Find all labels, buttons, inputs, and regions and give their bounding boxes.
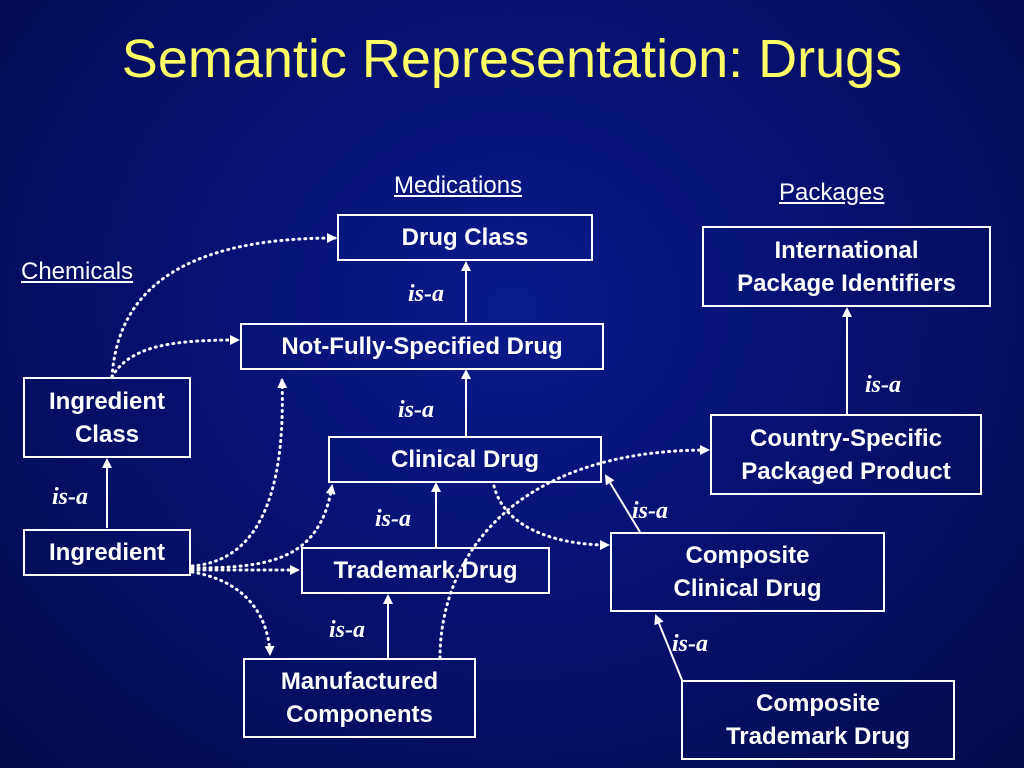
group-label-chemicals: Chemicals bbox=[21, 258, 134, 285]
slide-title: Semantic Representation: Drugs bbox=[121, 29, 903, 89]
drug-class-label: Drug Class bbox=[401, 224, 529, 251]
ingredient-label: Ingredient bbox=[48, 539, 165, 566]
edge-ingredient-to-manufactured bbox=[190, 570, 275, 656]
isa-label-country-international: is-a bbox=[865, 372, 901, 398]
group-label-packages: Packages bbox=[779, 179, 885, 206]
ingredient-node: Ingredient bbox=[23, 529, 191, 576]
composite-trademark-drug-label-line2: Trademark Drug bbox=[725, 723, 911, 750]
not-fully-specified-drug-label: Not-Fully-Specified Drug bbox=[281, 333, 563, 360]
composite-trademark-drug-label-line1: Composite bbox=[755, 690, 880, 717]
edge-ingredient-to-clinical bbox=[190, 484, 336, 570]
isa-label-manufactured-trademark: is-a bbox=[329, 617, 365, 643]
ingredient-class-label-line2: Class bbox=[74, 420, 140, 448]
clinical-drug-label: Clinical Drug bbox=[390, 446, 540, 473]
composite-clinical-drug-label-line1: Composite bbox=[685, 542, 810, 569]
edge-composite-trademark-to-composite-clinical bbox=[654, 614, 683, 681]
ingredient-class-node: Ingredient Class bbox=[23, 377, 191, 458]
edge-manufactured-to-country bbox=[438, 445, 710, 660]
clinical-drug-node: Clinical Drug bbox=[328, 436, 602, 483]
isa-label-clinical-ncd: is-a bbox=[398, 397, 434, 423]
international-package-identifiers-label-line1: International bbox=[774, 236, 919, 264]
composite-trademark-drug-node: Composite Trademark Drug bbox=[681, 680, 955, 760]
international-package-identifiers-label-line2: Package Identifiers bbox=[737, 269, 956, 297]
manufactured-components-label-line1: Manufactured bbox=[280, 668, 439, 695]
edge-composite-clinical-to-clinical bbox=[604, 474, 641, 533]
edge-ingclass-to-drug-class bbox=[110, 233, 337, 379]
isa-label-ingredient-ingredient-class: is-a bbox=[52, 484, 88, 510]
isa-label-trademark-clinical: is-a bbox=[375, 506, 411, 532]
country-specific-packaged-product-label-line2: Packaged Product bbox=[741, 457, 951, 485]
isa-label-ncd-drug-class: is-a bbox=[408, 281, 444, 307]
isa-label-composite-trademark: is-a bbox=[672, 631, 708, 657]
country-specific-packaged-product-node: Country-Specific Packaged Product bbox=[710, 414, 982, 495]
trademark-drug-node: Trademark Drug bbox=[301, 547, 550, 594]
ingredient-class-label-line1: Ingredient bbox=[48, 387, 165, 415]
international-package-identifiers-node: International Package Identifiers bbox=[702, 226, 991, 307]
not-fully-specified-drug-node: Not-Fully-Specified Drug bbox=[240, 323, 604, 370]
drug-class-node: Drug Class bbox=[337, 214, 593, 261]
edge-ingredient-to-ncd bbox=[190, 378, 288, 568]
manufactured-components-node: Manufactured Components bbox=[243, 658, 476, 738]
manufactured-components-label-line2: Components bbox=[286, 701, 433, 728]
isa-label-composite-clinical: is-a bbox=[632, 498, 668, 524]
trademark-drug-label: Trademark Drug bbox=[333, 557, 518, 584]
edge-clinical-to-composite-clinical bbox=[492, 484, 610, 550]
composite-clinical-drug-label-line2: Clinical Drug bbox=[673, 575, 822, 602]
country-specific-packaged-product-label-line1: Country-Specific bbox=[749, 424, 943, 452]
composite-clinical-drug-node: Composite Clinical Drug bbox=[610, 532, 885, 612]
group-label-medications: Medications bbox=[394, 172, 523, 199]
edge-ingclass-to-ncd bbox=[110, 335, 240, 379]
